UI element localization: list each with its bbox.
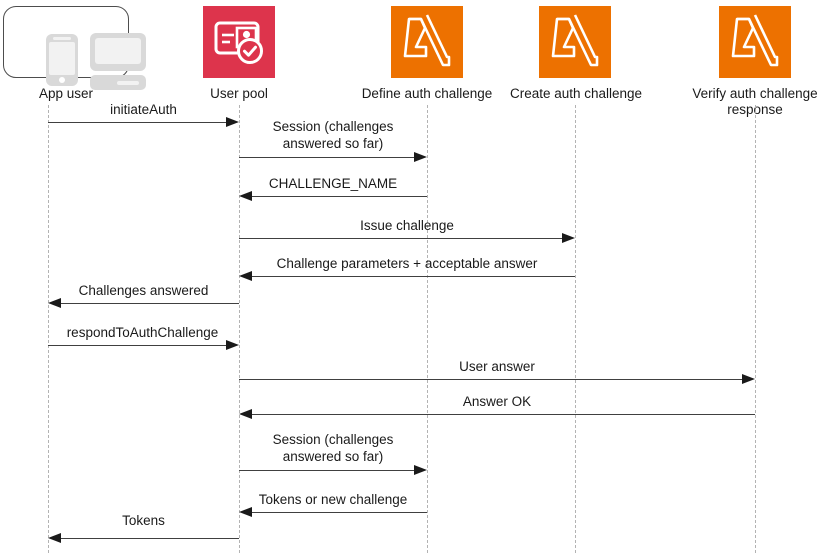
message-label-respond-to-auth-challenge: respondToAuthChallenge — [66, 325, 219, 340]
phone-speaker — [53, 37, 71, 40]
message-label-challenge-parameters: Challenge parameters + acceptable answer — [276, 256, 538, 271]
phone-home-button — [59, 77, 65, 83]
arrowhead-left-icon — [48, 532, 61, 543]
message-label-issue-challenge: Issue challenge — [360, 218, 454, 233]
arrowhead-left-icon — [239, 408, 252, 419]
actor-label-create-auth-challenge: Create auth challenge — [509, 86, 643, 101]
monitor-screen — [95, 38, 141, 64]
actor-label-user-pool: User pool — [210, 86, 268, 101]
arrowhead-left-icon — [239, 190, 252, 201]
lifeline-app-user — [48, 105, 49, 553]
lifeline-verify-auth-challenge-response — [755, 105, 756, 553]
actor-label-app-user: App user — [38, 86, 94, 101]
aws-lambda-icon — [539, 6, 611, 78]
desktop-base-icon — [90, 75, 146, 90]
mobile-and-desktop-devices-icon — [3, 6, 146, 90]
message-arrow-respond-to-auth-challenge — [48, 345, 226, 346]
message-label-tokens-or-new-challenge: Tokens or new challenge — [258, 492, 408, 507]
lifeline-user-pool — [239, 105, 240, 553]
message-arrow-issue-challenge — [239, 238, 562, 239]
message-arrow-session-1 — [239, 157, 414, 158]
arrowhead-right-icon — [562, 232, 575, 243]
arrowhead-left-icon — [239, 270, 252, 281]
aws-lambda-icon — [719, 6, 791, 78]
message-arrow-session-2 — [239, 470, 414, 471]
arrowhead-right-icon — [414, 464, 427, 475]
desktop-base-slot — [117, 81, 139, 85]
message-arrow-challenges-answered — [61, 303, 239, 304]
phone-screen — [49, 42, 75, 75]
aws-lambda-icon — [391, 6, 463, 78]
monitor-icon — [90, 33, 146, 71]
message-label-answer-ok: Answer OK — [462, 394, 532, 409]
actor-label-define-auth-challenge: Define auth challenge — [361, 86, 493, 101]
message-arrow-tokens-or-new-challenge — [252, 512, 427, 513]
message-label-challenges-answered: Challenges answered — [78, 283, 209, 298]
message-label-user-answer: User answer — [459, 359, 535, 374]
lifeline-create-auth-challenge — [575, 105, 576, 553]
message-arrow-challenge-parameters — [252, 276, 575, 277]
lifeline-define-auth-challenge — [427, 105, 428, 553]
message-label-tokens: Tokens — [122, 513, 165, 528]
message-arrow-challenge-name — [252, 196, 427, 197]
arrowhead-right-icon — [226, 116, 239, 127]
arrowhead-right-icon — [742, 373, 755, 384]
message-label-initiate-auth: initiateAuth — [110, 102, 177, 117]
actor-label-verify-auth-challenge-response: Verify auth challenge response — [692, 86, 818, 117]
message-label-challenge-name: CHALLENGE_NAME — [268, 176, 398, 191]
cognito-user-pool-icon — [203, 6, 275, 78]
message-arrow-answer-ok — [252, 414, 755, 415]
message-label-session-1: Session (challenges answered so far) — [272, 119, 394, 151]
arrowhead-left-icon — [48, 297, 61, 308]
message-label-session-2: Session (challenges answered so far) — [272, 432, 394, 464]
message-arrow-initiate-auth — [48, 122, 226, 123]
message-arrow-user-answer — [239, 379, 742, 380]
arrowhead-right-icon — [414, 151, 427, 162]
phone-icon — [46, 34, 78, 86]
arrowhead-left-icon — [239, 506, 252, 517]
message-arrow-tokens — [61, 538, 239, 539]
arrowhead-right-icon — [226, 339, 239, 350]
